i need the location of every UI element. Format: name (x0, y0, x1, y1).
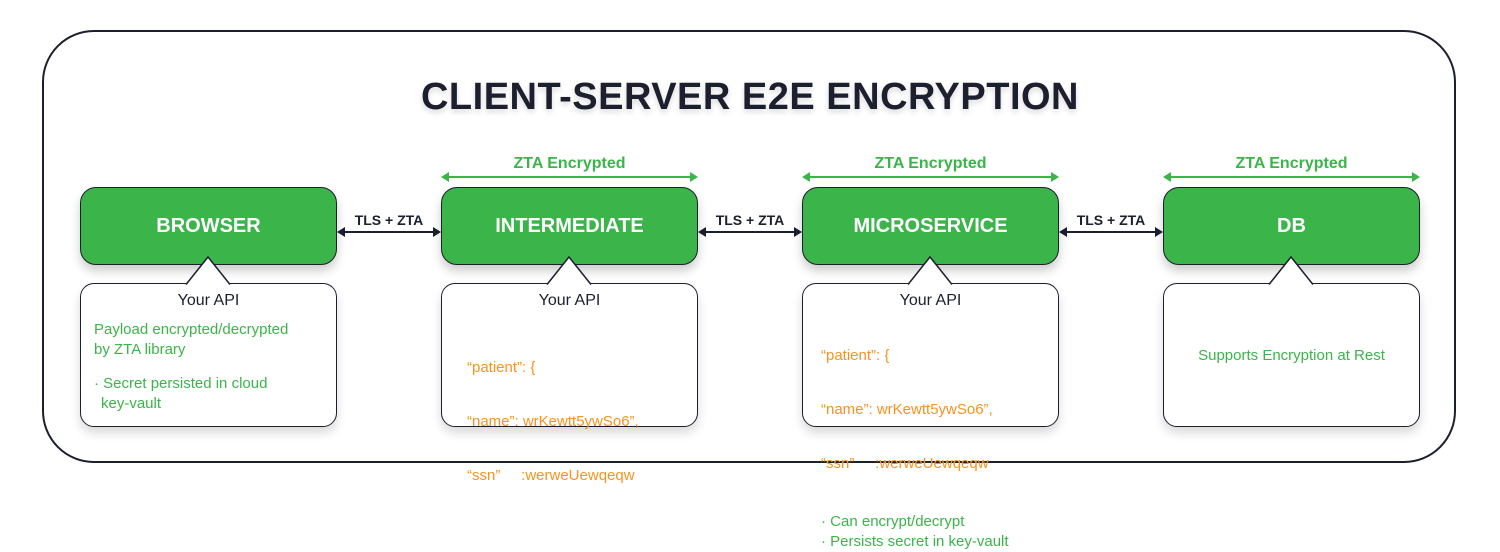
microservice-api-card: Your API “patient”: { “name”: wrKewtt5yw… (802, 283, 1059, 550)
browser-api-card: Your API Payload encrypted/decrypted by … (80, 283, 337, 427)
zta-encrypted-label: ZTA Encrypted (874, 155, 987, 172)
code-line: “ssn” :werweUewqeqw (821, 455, 989, 472)
card-bullet: key-vault (101, 395, 162, 412)
zta-span-arrow (1163, 172, 1420, 182)
node-db: DB (1163, 187, 1420, 265)
tls-link-arrow (1059, 227, 1163, 237)
card-heading: Your API (538, 292, 601, 309)
tls-zta-label: TLS + ZTA (354, 212, 424, 228)
card-heading: Your API (899, 292, 962, 309)
card-text: Payload encrypted/decrypted (94, 321, 289, 338)
zta-encrypted-label: ZTA Encrypted (513, 155, 626, 172)
code-line: “patient”: { (821, 347, 890, 364)
node-intermediate: INTERMEDIATE (441, 187, 698, 265)
tls-link-arrow (698, 227, 802, 237)
code-line: “name”: wrKewtt5ywSo6”, (467, 413, 639, 430)
diagram-title: CLIENT-SERVER E2E ENCRYPTION (420, 76, 1079, 118)
tls-link-arrow (337, 227, 441, 237)
node-browser: BROWSER (80, 187, 337, 265)
zta-encrypted-label: ZTA Encrypted (1235, 155, 1348, 172)
callout-pointer (546, 255, 592, 286)
card-bullet: Persists secret in key-vault (830, 533, 1009, 550)
callout-pointer (185, 255, 231, 286)
tls-zta-label: TLS + ZTA (1076, 212, 1146, 228)
code-line: “patient”: { (467, 359, 536, 376)
code-line: “name”: wrKewtt5ywSo6”, (821, 401, 993, 418)
card-bullet: Secret persisted in cloud (103, 375, 268, 392)
diagram-frame (42, 30, 1456, 463)
callout-pointer (907, 255, 953, 286)
card-text: by ZTA library (94, 341, 186, 358)
zta-span-arrow (802, 172, 1059, 182)
zta-span-arrow (441, 172, 698, 182)
card-heading: Your API (177, 292, 240, 309)
db-card: Supports Encryption at Rest (1163, 283, 1420, 427)
node-microservice: MICROSERVICE (802, 187, 1059, 265)
code-line: “ssn” :werweUewqeqw (467, 467, 635, 484)
card-text: Supports Encryption at Rest (1198, 346, 1385, 364)
card-bullet: Can encrypt/decrypt (830, 513, 965, 530)
intermediate-api-card: Your API “patient”: { “name”: wrKewtt5yw… (441, 283, 698, 484)
tls-zta-label: TLS + ZTA (715, 212, 785, 228)
callout-pointer (1268, 255, 1314, 286)
